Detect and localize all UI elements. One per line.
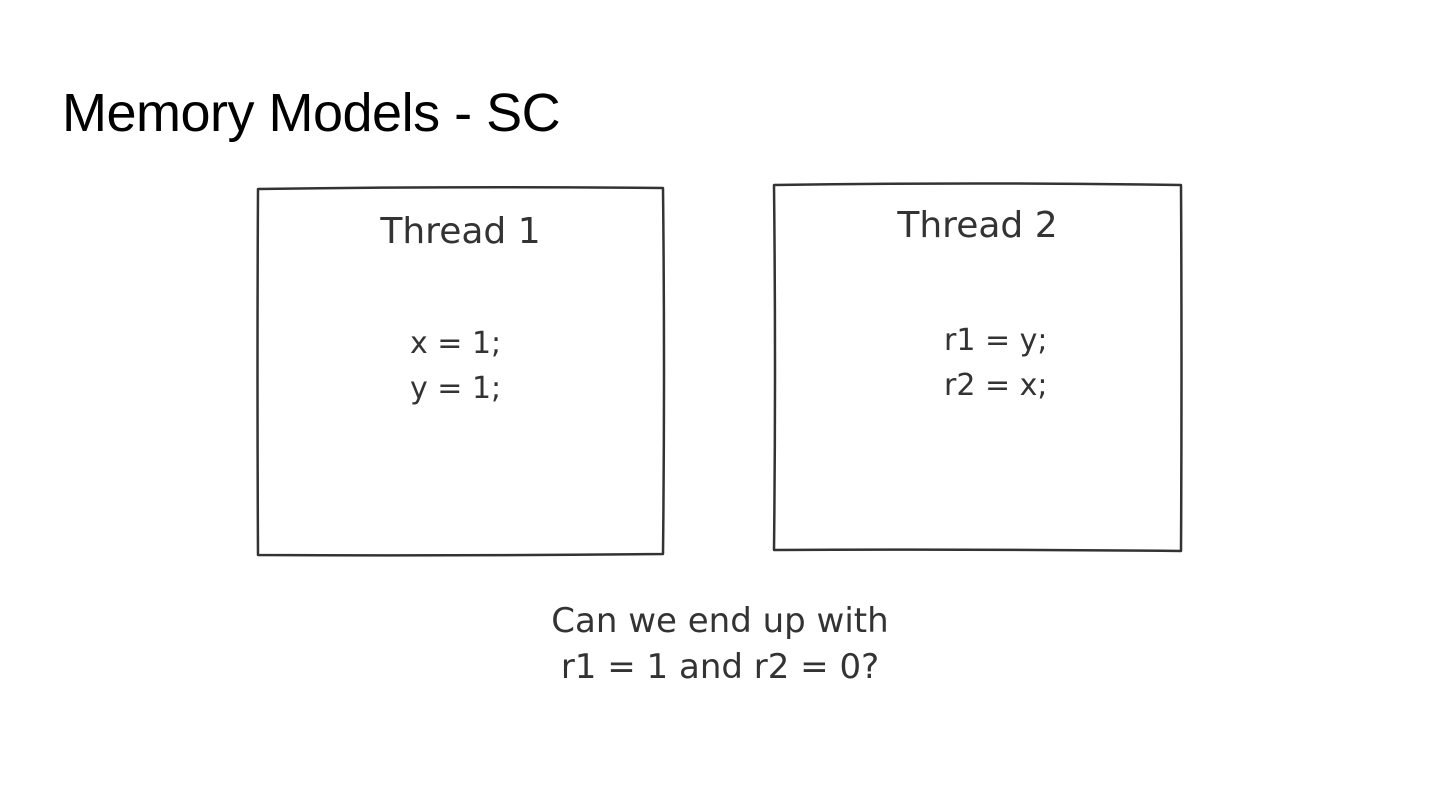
question-line: r1 = 1 and r2 = 0? [560, 647, 880, 687]
question-text: Can we end up with r1 = 1 and r2 = 0? [470, 598, 970, 690]
thread-2-code-line: r1 = y; [944, 323, 1048, 358]
thread-1-code-line: x = 1; [410, 326, 502, 361]
thread-1-heading: Thread 1 [380, 211, 541, 252]
thread-2-code: r1 = y; r2 = x; [944, 318, 1048, 408]
thread-2-heading: Thread 2 [897, 205, 1058, 246]
thread-2-code-line: r2 = x; [944, 368, 1048, 403]
thread-1-code-line: y = 1; [410, 371, 502, 406]
question-line: Can we end up with [551, 601, 889, 641]
thread-1-code: x = 1; y = 1; [410, 321, 501, 411]
slide-title: Memory Models - SC [62, 83, 561, 143]
